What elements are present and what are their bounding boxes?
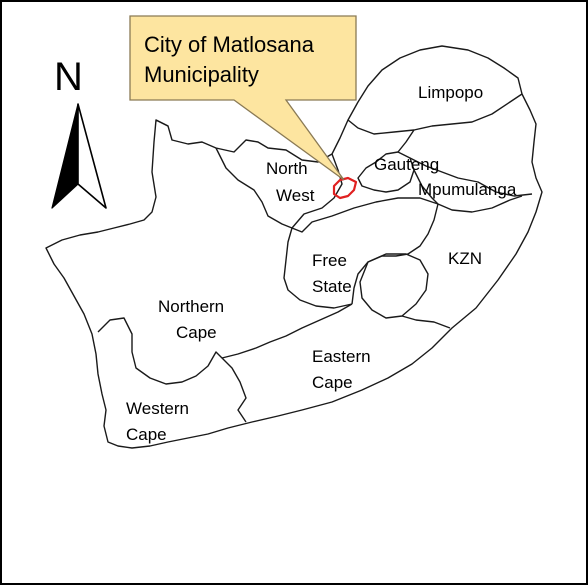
label-mpumalanga: Mpumulanga [418,180,517,199]
border-northern-cape-eastern-cape [221,303,353,359]
border-mpumalanga [409,157,533,205]
label-limpopo: Limpopo [418,83,483,102]
label-north-west-2: West [276,186,315,205]
label-northern-cape-1: Northern [158,297,224,316]
border-northern-cape-north-west [155,119,293,229]
border-north-west-free-state [291,197,439,233]
callout-line-1: City of Matlosana [144,32,315,57]
label-free-state-2: State [312,277,352,296]
north-letter: N [54,55,83,99]
border-lesotho [359,253,429,319]
border-mpumalanga-kzn [437,195,523,213]
border-north-west-east [291,153,343,229]
country-outline [45,45,543,449]
label-northern-cape-2: Cape [176,323,217,342]
border-free-state-west [283,227,353,309]
label-free-state-1: Free [312,251,347,270]
label-north-west-1: North [266,159,308,178]
border-limpopo-mpumalanga [397,129,415,153]
label-western-cape-2: Cape [126,425,167,444]
label-eastern-cape-2: Cape [312,373,353,392]
matlosana-boundary [332,176,358,200]
label-eastern-cape-1: Eastern [312,347,371,366]
border-free-state-east [351,203,439,305]
north-arrow-outline [77,103,107,209]
label-western-cape-1: Western [126,399,189,418]
callout-box [130,16,356,180]
label-kzn: KZN [448,249,482,268]
border-limpopo-south [347,93,523,135]
north-arrow: N [51,55,107,209]
north-arrow-icon [51,103,79,209]
callout-line-2: Municipality [144,62,259,87]
callout-outline [129,15,357,181]
border-kzn-eastern-cape [401,315,451,329]
label-gauteng: Gauteng [374,155,439,174]
border-western-cape [97,317,247,423]
